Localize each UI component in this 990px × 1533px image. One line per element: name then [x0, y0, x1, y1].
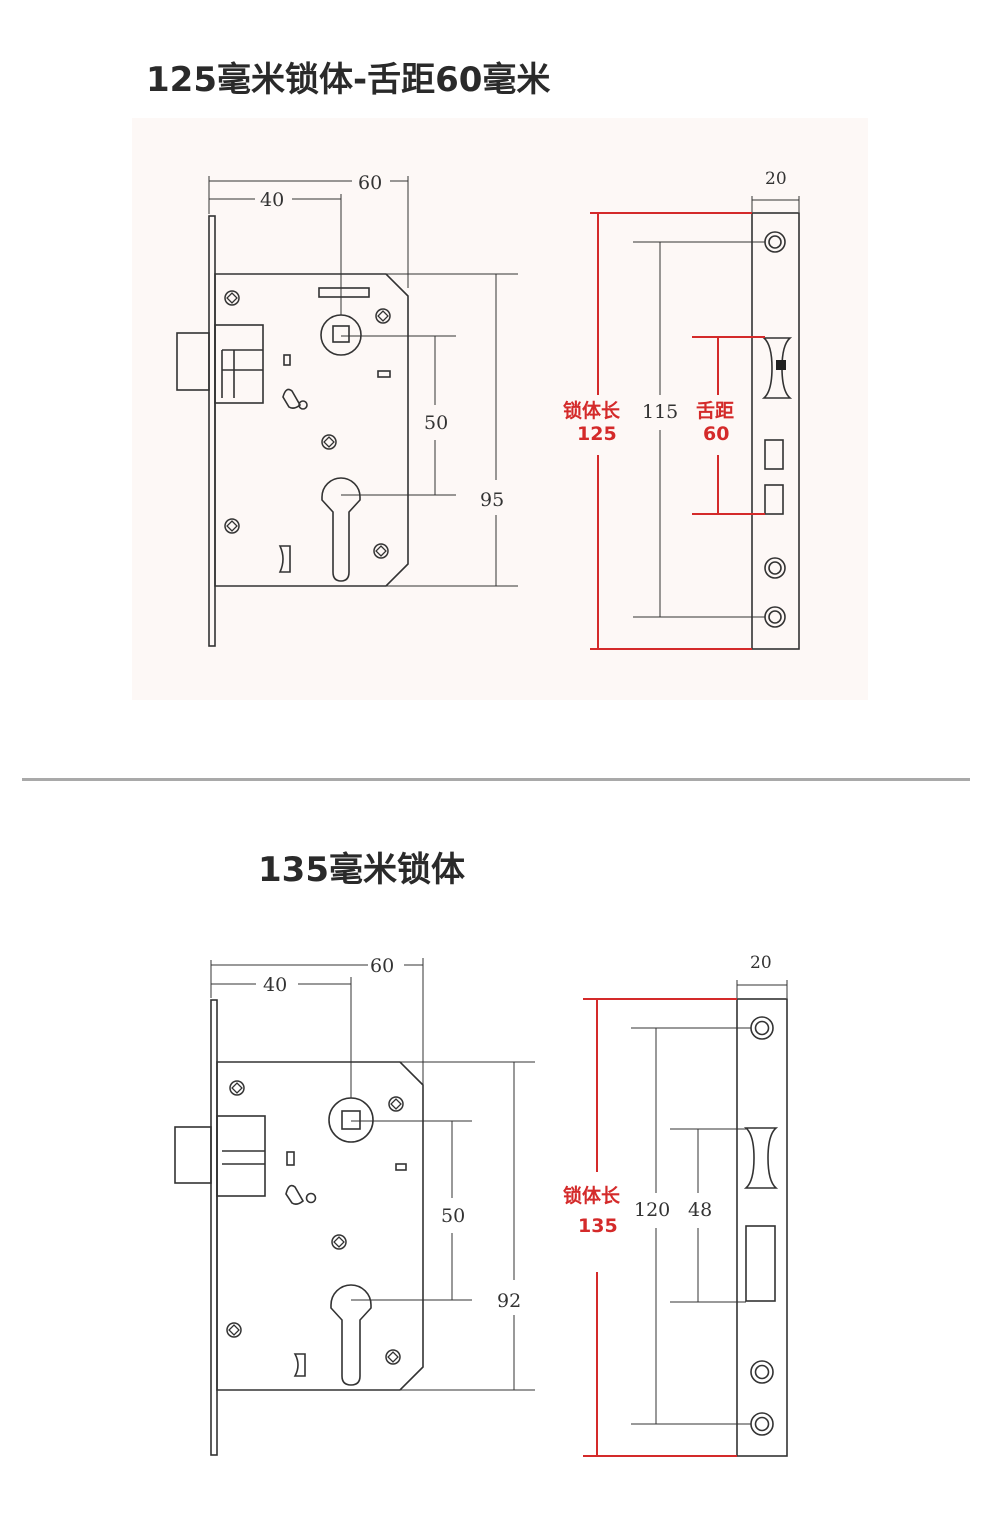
latch-bolt [176, 332, 210, 391]
s1-length-label: 锁体长 [563, 399, 621, 422]
section-separator [22, 778, 970, 781]
section2-side-view [174, 958, 535, 1456]
s1-dim-115: 115 [642, 401, 678, 423]
spindle-hub [320, 314, 362, 356]
lock-case [216, 1061, 424, 1391]
s2-dim-40: 40 [263, 974, 287, 996]
s1-length-value: 125 [577, 423, 617, 445]
faceplate-front [751, 212, 800, 650]
s2-dim-20: 20 [750, 953, 772, 973]
lock-case [214, 273, 409, 587]
s1-dim-20: 20 [765, 169, 787, 189]
section1-red-dims [590, 212, 765, 650]
section1-title: 125毫米锁体-舌距60毫米 [146, 60, 551, 100]
s1-dim-60: 60 [358, 172, 382, 194]
faceplate [210, 999, 218, 1456]
section2-front-view [631, 980, 788, 1457]
section2-red-dims [583, 998, 737, 1457]
latch-bolt [174, 1126, 212, 1184]
s1-tongue-value: 60 [703, 423, 729, 445]
section2-title: 135毫米锁体 [258, 850, 465, 890]
section1-panel [132, 118, 868, 700]
s2-dim-60: 60 [370, 955, 394, 977]
s2-dim-120: 120 [634, 1199, 670, 1221]
faceplate-front [736, 998, 788, 1457]
cylinder-hole [321, 477, 361, 582]
s2-dim-92: 92 [497, 1290, 521, 1312]
s1-dim-50: 50 [424, 412, 448, 434]
s1-dim-40: 40 [260, 189, 284, 211]
latch-opening [743, 1127, 779, 1189]
cylinder-hole [330, 1284, 372, 1386]
faceplate [208, 215, 216, 647]
s1-tongue-label: 舌距 [696, 399, 734, 422]
s1-dim-95: 95 [480, 489, 504, 511]
s2-length-label: 锁体长 [563, 1184, 621, 1207]
s2-length-value: 135 [578, 1215, 618, 1237]
spindle-hub [328, 1097, 374, 1143]
s2-dim-50: 50 [441, 1205, 465, 1227]
section1-front-view [633, 196, 800, 650]
s2-dim-48: 48 [688, 1199, 712, 1221]
latch-opening [761, 337, 793, 399]
section1-side-view [176, 176, 518, 647]
